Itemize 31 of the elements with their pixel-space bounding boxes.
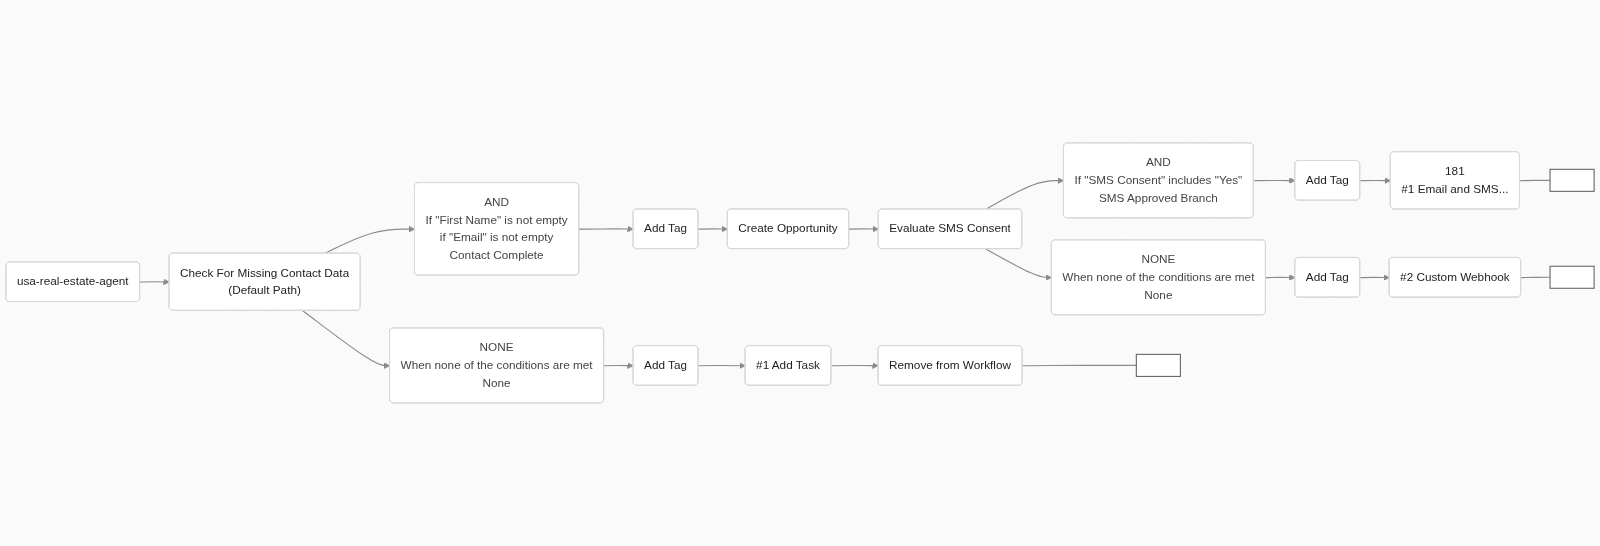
arrow xyxy=(302,310,391,369)
arrow xyxy=(985,248,1052,281)
arrow xyxy=(1253,177,1296,184)
node-text: #2 Custom Webhook xyxy=(1400,270,1510,284)
node-text: NONE When none of the conditions are met None xyxy=(1062,253,1255,301)
arrow xyxy=(848,225,879,233)
connector xyxy=(1520,276,1551,279)
node-box xyxy=(1549,168,1595,192)
arrow xyxy=(697,225,728,233)
arrow xyxy=(985,177,1065,210)
node-text: #1 Add Task xyxy=(756,358,820,372)
node-box xyxy=(1135,353,1181,378)
node-text: Create Opportunity xyxy=(738,222,838,235)
arrow xyxy=(1359,177,1391,184)
connector xyxy=(1519,179,1551,182)
node-text: usa-real-estate-agent xyxy=(16,275,129,288)
connector xyxy=(1021,364,1137,367)
node-text: AND If "SMS Consent" includes "Yes" SMS Approved Branch xyxy=(1074,156,1243,204)
node-text: Evaluate SMS Consent xyxy=(889,222,1011,235)
node-text: Add Tag xyxy=(1305,270,1349,284)
arrow xyxy=(578,225,634,233)
arrow xyxy=(1265,274,1296,281)
node-text: Add Tag xyxy=(1305,173,1349,187)
arrow xyxy=(603,362,634,369)
arrow xyxy=(324,226,416,255)
node-text: AND If "First Name" is not empty if "Email" is not empty Contact Complete xyxy=(425,195,568,262)
arrow xyxy=(830,362,879,369)
node-box xyxy=(1549,265,1595,289)
arrow xyxy=(1359,274,1390,281)
arrow xyxy=(697,362,746,370)
arrow xyxy=(139,278,170,286)
